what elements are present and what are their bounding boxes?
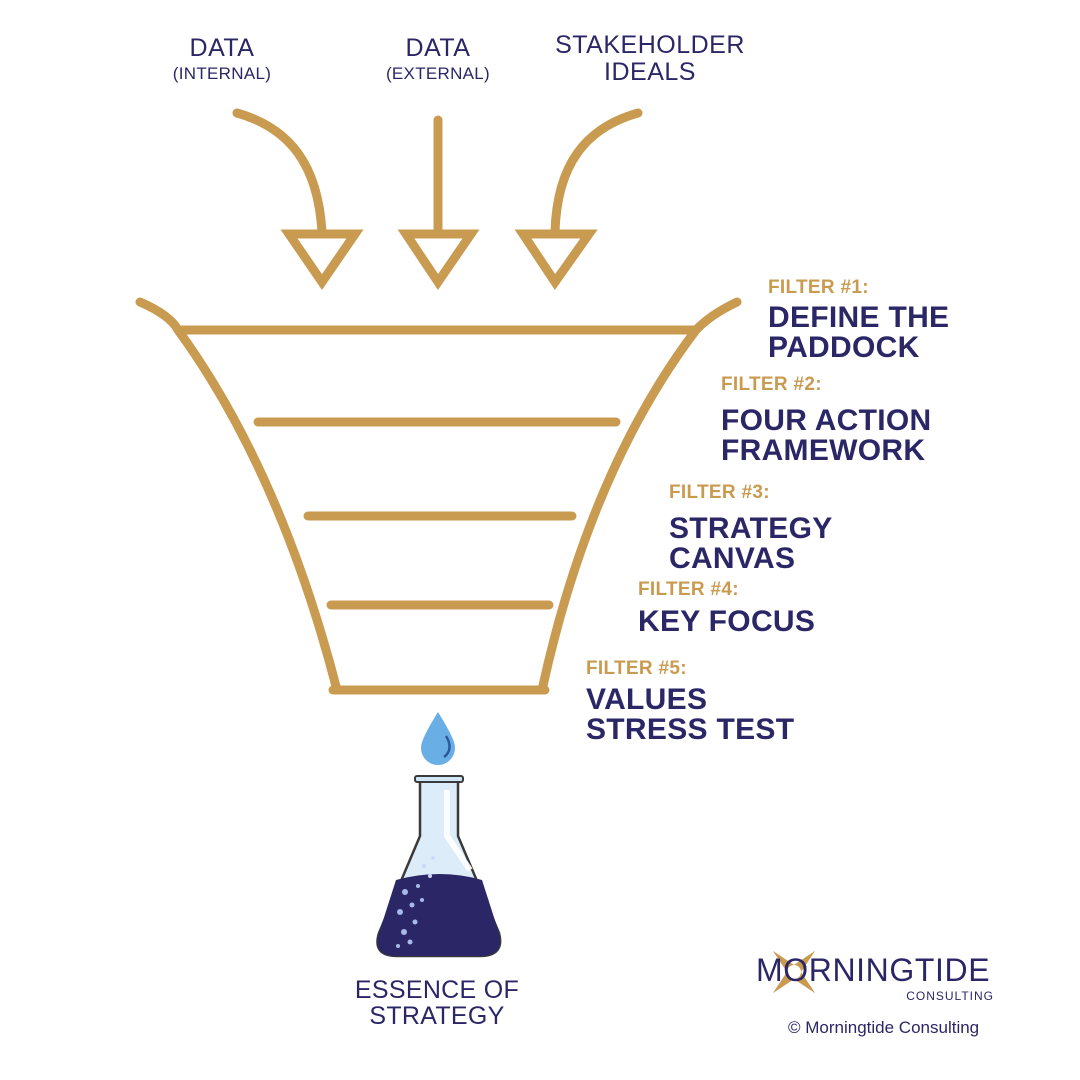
filter-number: FILTER #3: bbox=[669, 482, 770, 503]
filter-3: FILTER #3: STRATEGY CANVAS bbox=[669, 483, 833, 574]
filter-4: FILTER #4: KEY FOCUS bbox=[638, 580, 815, 637]
water-drop-icon bbox=[421, 712, 455, 765]
output-label: ESSENCE OF STRATEGY bbox=[337, 977, 537, 1029]
input-title: DATA bbox=[189, 34, 255, 62]
input-label-data-external: DATA (EXTERNAL) bbox=[368, 34, 508, 83]
input-subtitle: (INTERNAL) bbox=[172, 64, 272, 83]
input-title: DATA bbox=[405, 34, 471, 62]
filter-5: FILTER #5: VALUES STRESS TEST bbox=[586, 659, 794, 745]
input-label-data-internal: DATA (INTERNAL) bbox=[152, 34, 292, 83]
filter-1: FILTER #1: DEFINE THE PADDOCK bbox=[768, 278, 949, 363]
filter-number: FILTER #1: bbox=[768, 277, 869, 298]
filter-name-line2: FRAMEWORK bbox=[721, 434, 926, 467]
output-line1: ESSENCE OF bbox=[354, 976, 520, 1004]
input-subtitle: (EXTERNAL) bbox=[385, 64, 491, 83]
filter-name-line1: KEY FOCUS bbox=[638, 605, 816, 638]
filter-number: FILTER #5: bbox=[586, 658, 687, 679]
funnel-icon bbox=[135, 297, 742, 695]
arrow-head-icon bbox=[397, 229, 480, 291]
brand-subtitle: CONSULTING bbox=[906, 989, 994, 1003]
flask-icon bbox=[376, 775, 502, 958]
brand-logo: MORNINGTIDE CONSULTING bbox=[752, 942, 1002, 1004]
arrow-head-icon bbox=[280, 229, 364, 290]
brand-wordmark: MORNINGTIDE bbox=[756, 952, 991, 988]
filter-name-line2: CANVAS bbox=[669, 542, 796, 575]
filter-number: FILTER #2: bbox=[721, 374, 822, 395]
copyright-text: © Morningtide Consulting bbox=[788, 1018, 980, 1037]
curved-arrow-icon bbox=[232, 108, 327, 237]
filter-name-line2: PADDOCK bbox=[768, 331, 920, 364]
arrow-head-icon bbox=[514, 229, 598, 290]
filter-name-line1: VALUES bbox=[586, 683, 708, 716]
filter-number: FILTER #4: bbox=[638, 579, 739, 600]
filter-name-line2: STRESS TEST bbox=[586, 713, 795, 746]
filter-name-line1: FOUR ACTION bbox=[721, 404, 932, 437]
compass-star-icon bbox=[772, 950, 816, 994]
input-title: STAKEHOLDER bbox=[555, 31, 745, 59]
input-label-stakeholder: STAKEHOLDER IDEALS bbox=[540, 33, 760, 85]
output-line2: STRATEGY bbox=[369, 1002, 505, 1030]
filter-name-line1: STRATEGY bbox=[669, 512, 833, 545]
curved-arrow-icon bbox=[550, 108, 643, 237]
filter-2: FILTER #2: FOUR ACTION FRAMEWORK bbox=[721, 375, 932, 466]
input-title-line2: IDEALS bbox=[604, 58, 696, 86]
filter-name-line1: DEFINE THE bbox=[768, 301, 950, 334]
